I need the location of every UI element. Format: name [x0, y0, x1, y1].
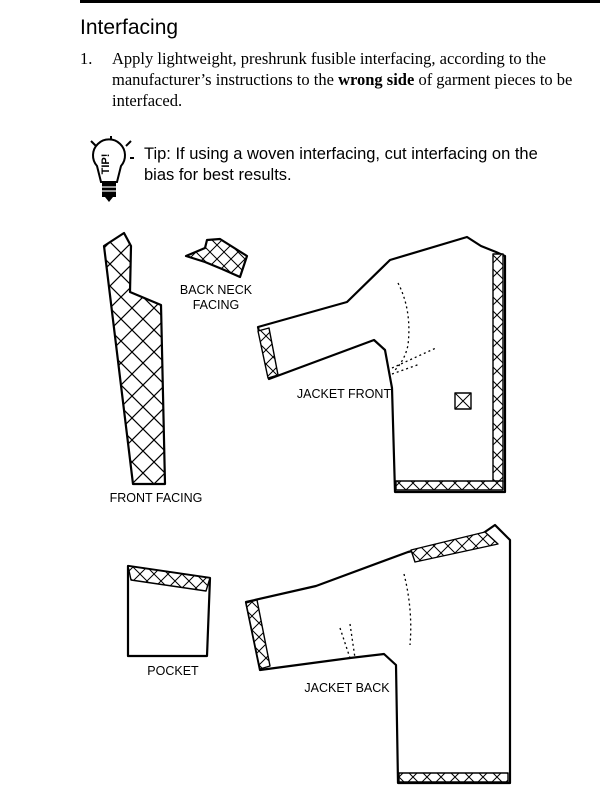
front-facing-piece [102, 231, 167, 486]
label-front-facing: FRONT FACING [109, 491, 203, 505]
lightbulb-tip-icon: TIP! [90, 136, 134, 202]
jacket-back-piece [244, 523, 512, 785]
jacket-front-piece [256, 235, 507, 494]
label-jacket-front: JACKET FRONT [296, 387, 392, 401]
emphasis-wrong-side: wrong side [338, 70, 415, 89]
tip-icon-label: TIP! [100, 154, 112, 175]
section-heading: Interfacing [80, 16, 179, 39]
label-back-neck-facing: BACK NECK FACING [179, 283, 253, 312]
label-pocket: POCKET [147, 664, 199, 678]
back-neck-facing-piece [184, 237, 249, 279]
top-rule [80, 0, 600, 3]
step-text: Apply lightweight, preshrunk fusible int… [112, 49, 573, 110]
step-number: 1. [80, 49, 93, 68]
tip-text: Tip: If using a woven interfacing, cut i… [144, 145, 538, 184]
label-jacket-back: JACKET BACK [304, 681, 390, 695]
